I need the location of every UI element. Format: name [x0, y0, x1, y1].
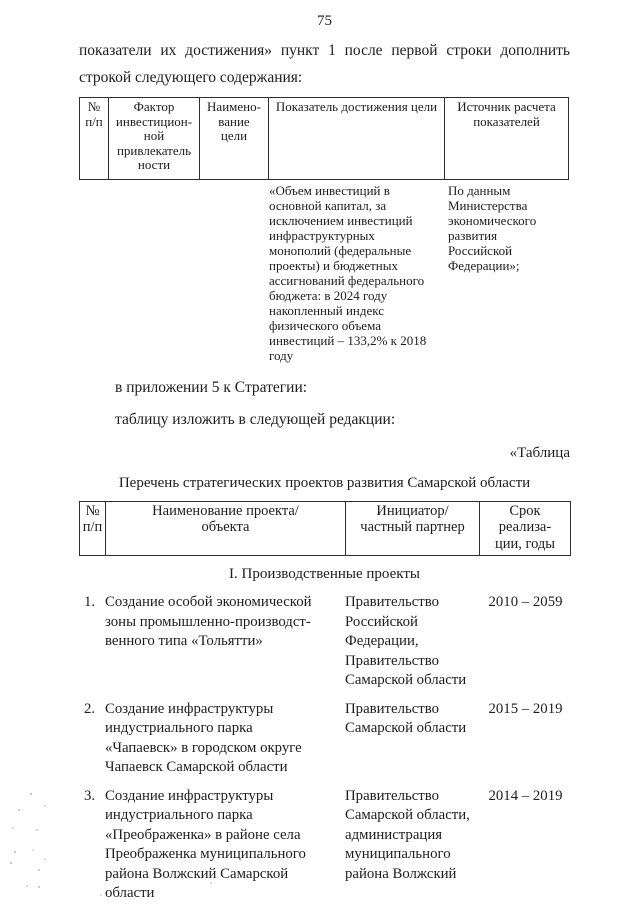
- project-row-3: 3. Создание инфраструктуры индустриально…: [79, 787, 570, 904]
- intro-line-1: показатели их достижения» пункт 1 после …: [79, 42, 570, 59]
- project-years: 2015 – 2019: [488, 700, 563, 717]
- project-years: 2014 – 2019: [488, 787, 563, 804]
- amendment-col-source: Источник расчета показателей: [444, 97, 569, 180]
- projects-table-title: Перечень стратегических проектов развити…: [118, 474, 531, 491]
- project-number: 1.: [84, 594, 96, 610]
- scan-noise: [10, 862, 12, 864]
- intro-paragraph: показатели их достижения» пункт 1 после …: [79, 37, 570, 91]
- project-name: Создание инфраструктуры индустриального …: [105, 700, 302, 776]
- intro-line-2: строкой следующего содержания:: [79, 69, 303, 86]
- amendment-col-goal-name: Наимено- вание цели: [199, 97, 269, 180]
- page-number: 75: [317, 13, 332, 29]
- projects-col-initiator: Инициатор/ частный партнер: [345, 500, 480, 556]
- appendix-reference-line: в приложении 5 к Стратегии:: [115, 378, 308, 396]
- section-heading: I. Производственные проекты: [229, 566, 420, 582]
- project-row-1: 1. Создание особой экономической зоны пр…: [79, 593, 570, 691]
- projects-col-years: Срок реализа- ции, годы: [479, 500, 571, 556]
- indicator-cell: «Объем инвестиций в основной капитал, за…: [269, 182, 427, 363]
- project-initiator: Правительство Российской Федерации, Прав…: [345, 594, 467, 688]
- project-row-2: 2. Создание инфраструктуры индустриально…: [79, 700, 570, 778]
- projects-table-header: № п/п Наименование проекта/ объекта Иниц…: [79, 500, 571, 557]
- project-initiator: Правительство Самарской области, админис…: [345, 787, 470, 882]
- table-marker: «Таблица: [509, 444, 570, 461]
- projects-table-header-row: № п/п Наименование проекта/ объекта Иниц…: [79, 500, 571, 556]
- projects-col-name: Наименование проекта/ объекта: [105, 500, 346, 556]
- amendment-table-header-row: № п/п Фактор инвестицион- ной привлекате…: [79, 97, 569, 180]
- project-number: 2.: [84, 700, 96, 717]
- source-cell: По данным Министерства экономического ра…: [448, 182, 537, 273]
- project-name: Создание инфраструктуры индустриального …: [105, 787, 306, 902]
- amendment-col-factor: Фактор инвестицион- ной привлекатель нос…: [108, 97, 200, 180]
- project-years: 2010 – 2059: [488, 594, 563, 610]
- table-edition-line: таблицу изложить в следующей редакции:: [115, 410, 396, 428]
- amendment-table-header: № п/п Фактор инвестицион- ной привлекате…: [79, 97, 569, 180]
- amendment-col-indicator: Показатель достижения цели: [268, 97, 445, 180]
- project-name: Создание особой экономической зоны промы…: [105, 594, 312, 649]
- scan-noise: [30, 793, 32, 795]
- project-number: 3.: [84, 787, 96, 804]
- amendment-col-num: № п/п: [79, 97, 109, 180]
- amendment-table-body-row: «Объем инвестиций в основной капитал, за…: [79, 183, 570, 366]
- projects-col-num: № п/п: [79, 500, 106, 556]
- project-initiator: Правительство Самарской области: [345, 700, 467, 737]
